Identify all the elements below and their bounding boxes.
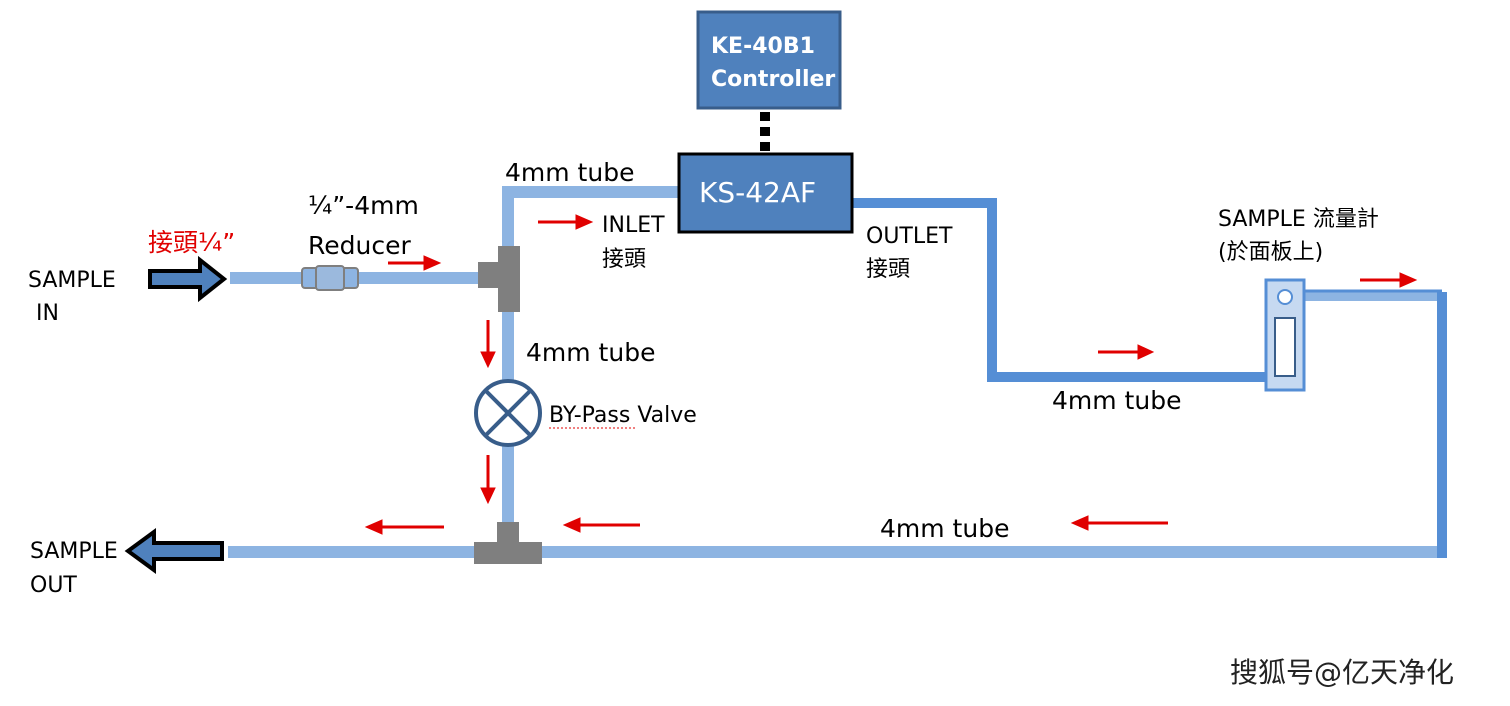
controller-label-line2: Controller	[711, 67, 835, 92]
fitting-quarter-label: 接頭¼”	[148, 228, 235, 257]
reducer-label-1: ¼”-4mm	[308, 191, 419, 220]
flowmeter-icon	[1264, 278, 1306, 392]
watermark: 搜狐号@亿天净化	[1230, 656, 1454, 689]
tee-fitting-bottom	[474, 522, 542, 564]
flow-arrow-flowmeter	[1360, 272, 1418, 288]
flow-arrow-out	[364, 519, 444, 535]
sample-in-arrow-icon	[148, 255, 228, 303]
tee-fitting-top	[478, 246, 520, 312]
reducer-band	[315, 265, 345, 291]
sample-out-label-2: OUT	[30, 573, 77, 598]
outlet-label-2: 接頭	[866, 257, 910, 282]
reducer-label-2: Reducer	[308, 231, 411, 260]
bypass-valve-label: BY-Pass Valve	[549, 403, 697, 428]
flow-arrow-inlet	[538, 214, 594, 230]
sample-out-label-1: SAMPLE	[30, 539, 118, 564]
tube-outlet	[852, 198, 1268, 382]
controller-box	[696, 10, 842, 110]
flowmeter-label-1: SAMPLE 流量計	[1218, 207, 1379, 232]
inlet-label-1: INLET	[602, 213, 665, 238]
flow-arrow-return	[1070, 515, 1168, 531]
sample-in-label-2: IN	[36, 301, 59, 326]
analyzer-box	[677, 152, 854, 234]
sample-out-arrow-icon	[124, 528, 224, 574]
tube-bypass-label: 4mm tube	[526, 338, 655, 367]
bypass-valve-icon	[474, 379, 542, 447]
flowmeter-label-2: (於面板上)	[1218, 240, 1323, 265]
flow-arrow-outlet	[1098, 344, 1155, 360]
analyzer-label: KS-42AF	[699, 176, 816, 209]
inlet-label-2: 接頭	[602, 247, 646, 272]
controller-label-line1: KE-40B1	[711, 34, 815, 59]
flow-arrow-mid	[562, 517, 640, 533]
flow-arrow-reducer	[388, 255, 442, 271]
flow-arrow-bypass-2	[480, 455, 496, 505]
flow-arrow-bypass-1	[480, 320, 496, 369]
sample-in-label-1: SAMPLE	[28, 268, 116, 293]
outlet-label-1: OUTLET	[866, 224, 953, 249]
tube-outlet-label: 4mm tube	[1052, 386, 1181, 415]
tube-return-label: 4mm tube	[880, 514, 1009, 543]
tube-top-label: 4mm tube	[505, 158, 634, 187]
